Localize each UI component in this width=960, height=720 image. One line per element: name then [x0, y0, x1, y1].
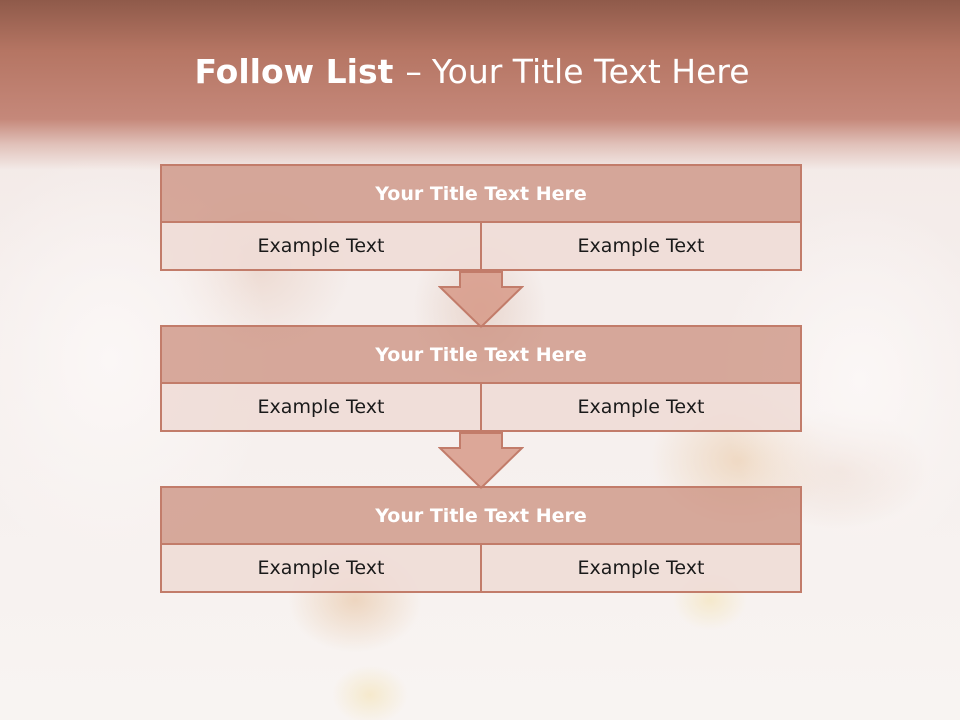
step-title: Your Title Text Here [162, 488, 800, 545]
step-cell-right: Example Text [480, 384, 800, 430]
step-cell-left: Example Text [162, 384, 480, 430]
step-block-1: Your Title Text Here Example Text Exampl… [160, 164, 802, 271]
down-arrow-icon [438, 432, 524, 490]
step-cell-right: Example Text [480, 545, 800, 591]
slide-title: Follow List–Your Title Text Here [0, 52, 944, 91]
step-title: Your Title Text Here [162, 327, 800, 384]
step-cell-right: Example Text [480, 223, 800, 269]
slide-title-bold: Follow List [194, 52, 394, 91]
down-arrow-icon [438, 271, 524, 329]
step-block-2: Your Title Text Here Example Text Exampl… [160, 325, 802, 432]
step-title: Your Title Text Here [162, 166, 800, 223]
slide-title-rest: Your Title Text Here [431, 52, 750, 91]
step-cell-left: Example Text [162, 545, 480, 591]
step-block-3: Your Title Text Here Example Text Exampl… [160, 486, 802, 593]
slide-title-separator: – [405, 52, 422, 91]
step-cell-left: Example Text [162, 223, 480, 269]
header-band [0, 0, 960, 170]
